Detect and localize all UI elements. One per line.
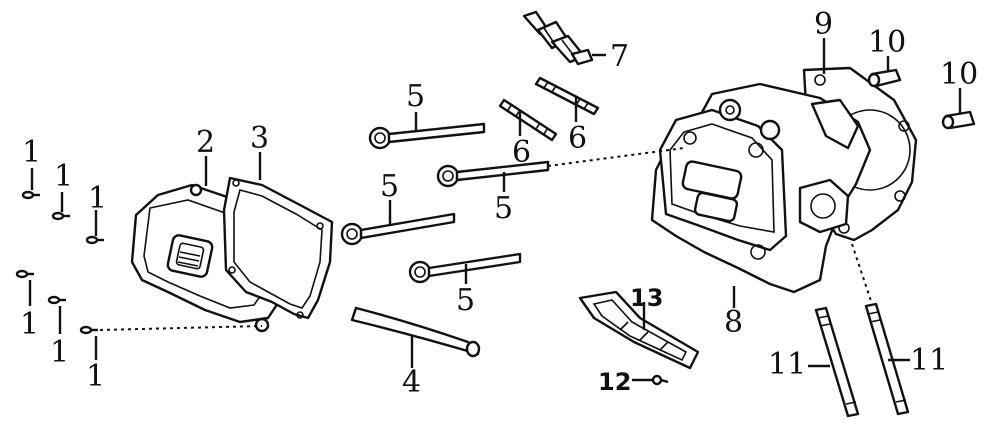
callout-1c: 1: [88, 181, 107, 216]
callout-1d: 1: [20, 307, 39, 342]
callout-6b: 6: [568, 121, 587, 156]
callout-7: 7: [610, 39, 629, 74]
callout-13: 13: [630, 284, 663, 312]
part-7-spark-plug: [522, 10, 606, 66]
callout-12: 12: [598, 368, 631, 396]
part-13-plate: [578, 290, 700, 370]
callout-11b: 11: [910, 343, 948, 378]
callout-6a: 6: [512, 135, 531, 170]
part-4-hose: [350, 306, 481, 368]
part-6-studs: [498, 76, 600, 142]
callout-10b: 10: [940, 57, 978, 92]
callout-4: 4: [402, 365, 421, 400]
callout-5c: 5: [380, 169, 399, 204]
callout-1a: 1: [22, 135, 41, 170]
part-5-bolts: [340, 112, 550, 284]
callout-5d: 5: [456, 283, 475, 318]
callout-1b: 1: [54, 159, 73, 194]
callout-10a: 10: [868, 25, 906, 60]
callout-5b: 5: [494, 191, 513, 226]
callout-1f: 1: [86, 359, 105, 394]
callout-3: 3: [250, 121, 269, 156]
callout-11a: 11: [768, 347, 806, 382]
callout-8: 8: [724, 305, 743, 340]
callout-1e: 1: [50, 335, 69, 370]
part-10-dowel-pins: [867, 56, 976, 130]
part-1-screws: [15, 168, 263, 360]
part-3-cover-gasket: [222, 176, 334, 320]
part-8-cylinder-head: [547, 82, 872, 308]
callout-2: 2: [196, 125, 215, 160]
callout-5a: 5: [406, 79, 425, 114]
part-11-studs: [808, 243, 910, 418]
part-12-screw: [632, 374, 669, 386]
callout-9: 9: [814, 7, 833, 42]
